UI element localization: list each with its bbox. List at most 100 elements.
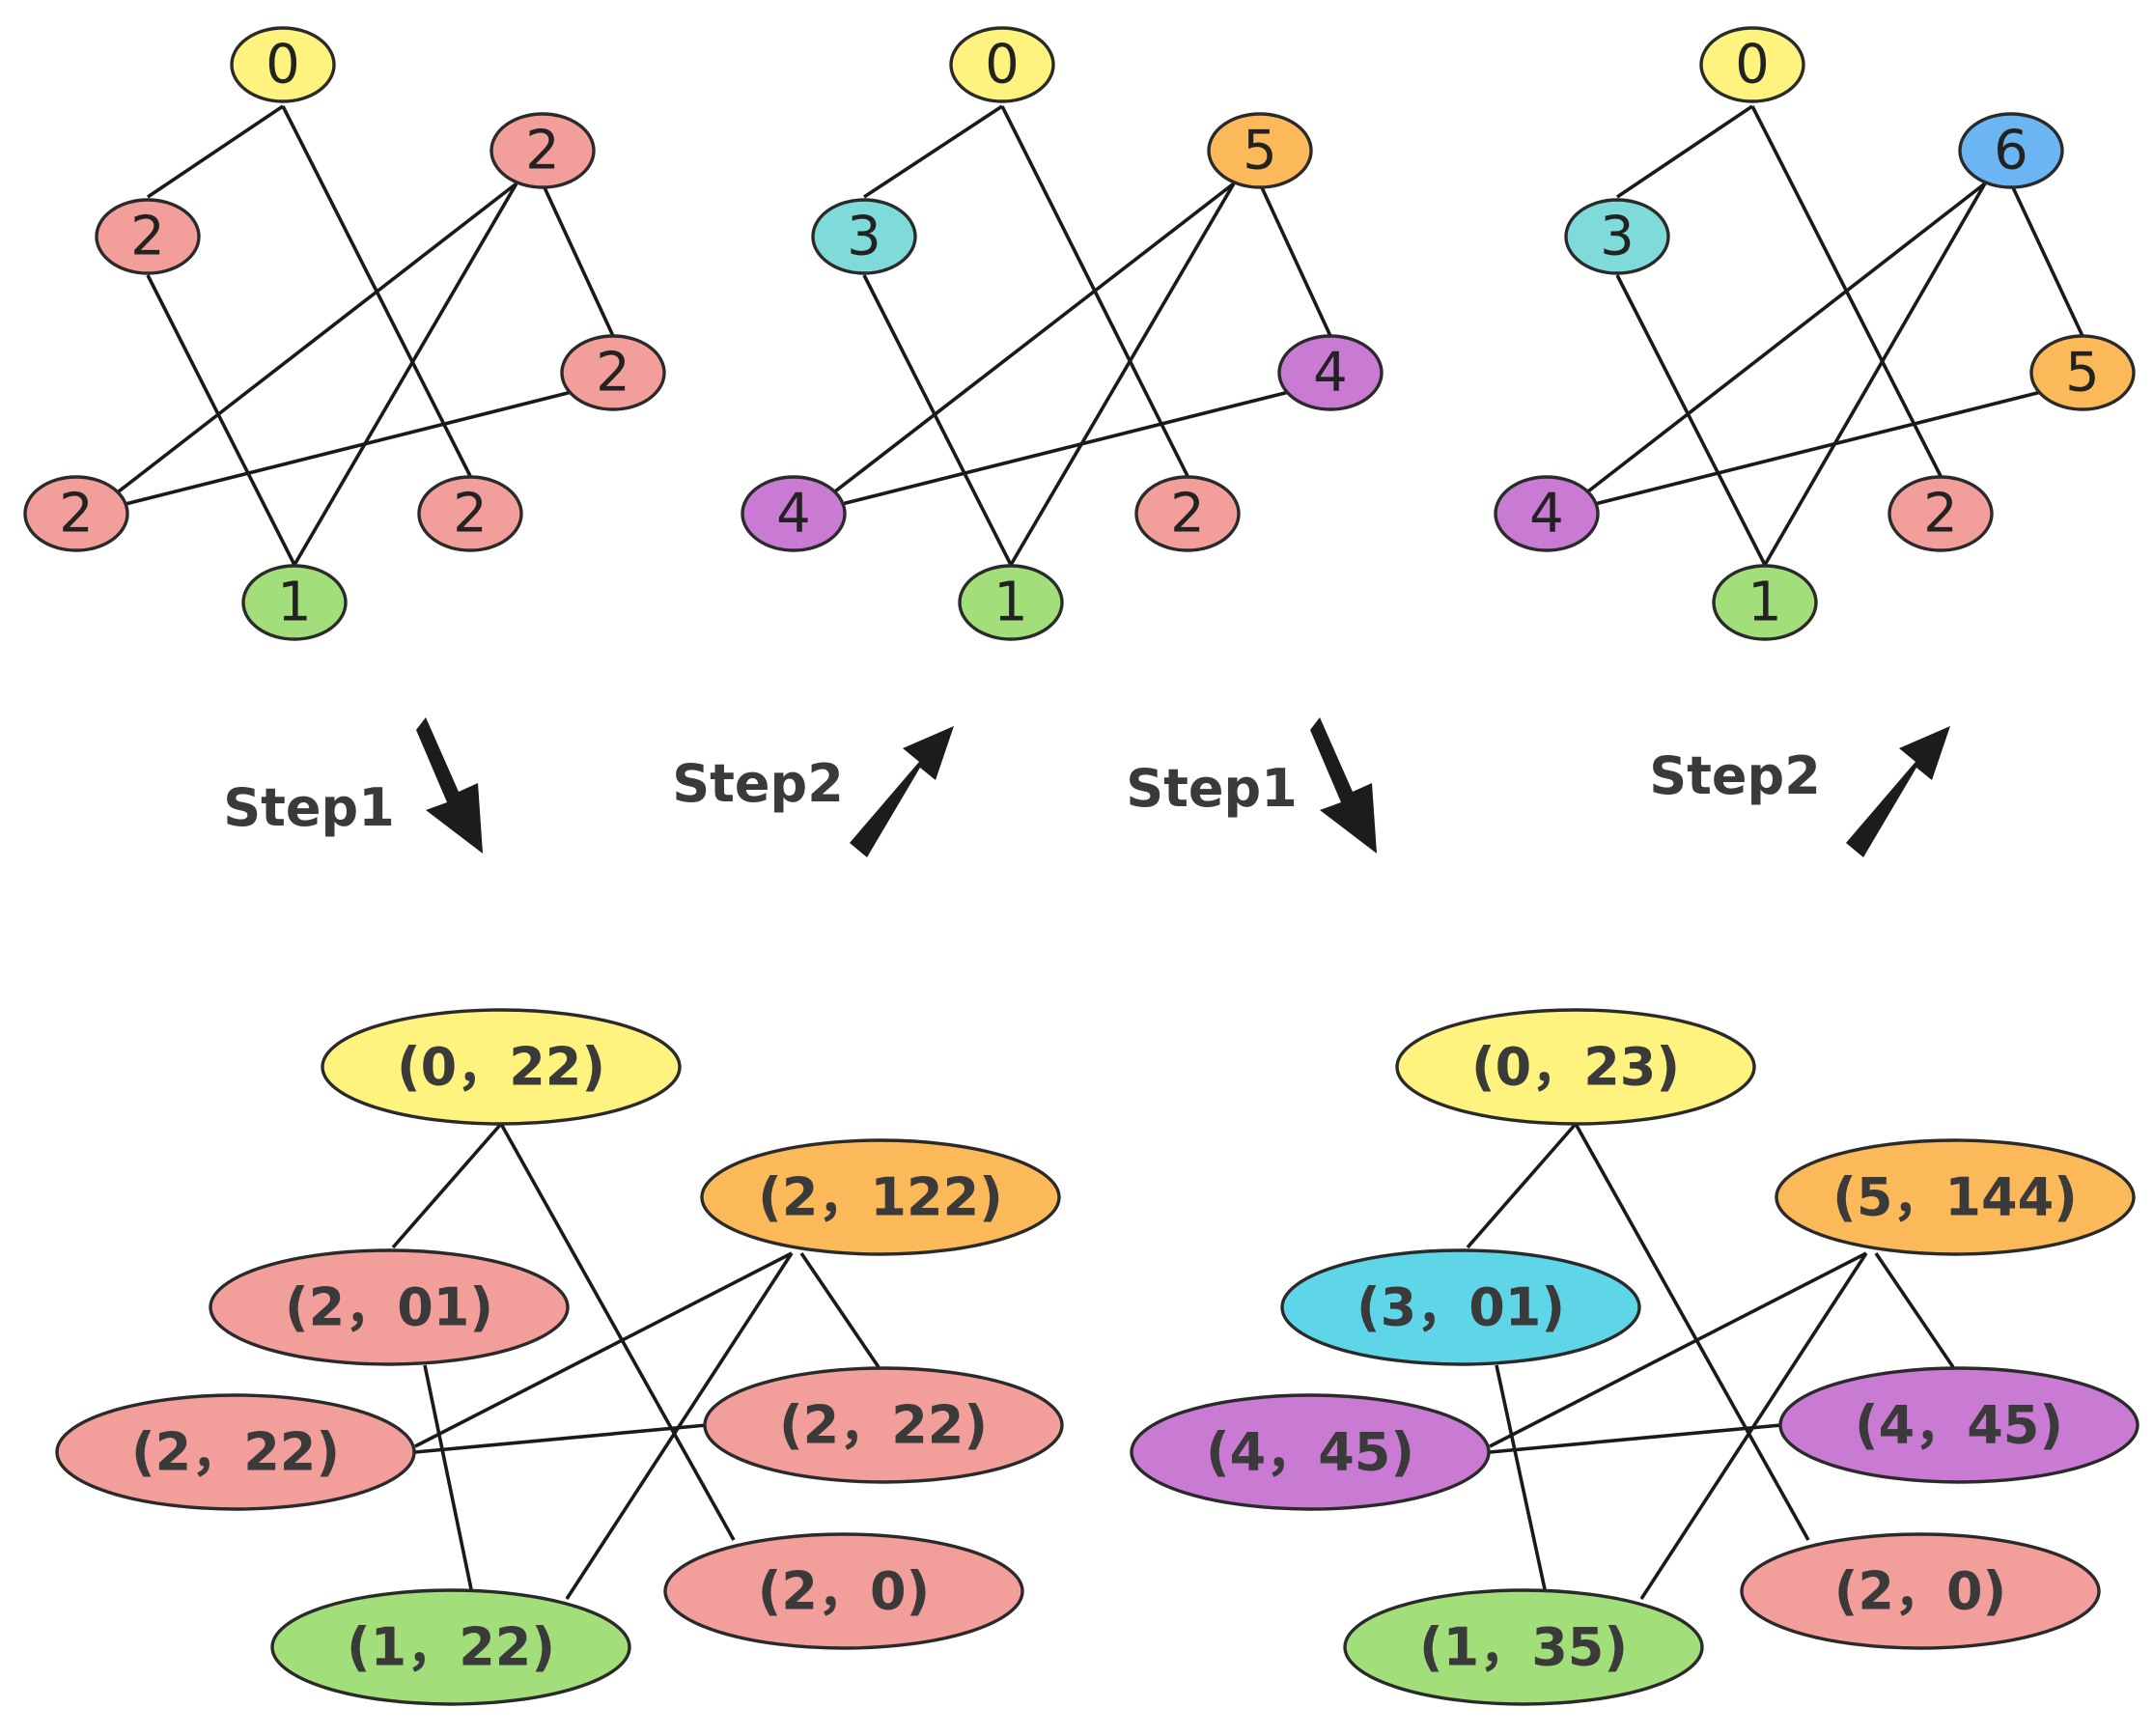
step2-label-left: Step2: [672, 753, 844, 814]
b2-node-n0-label: (0，23): [1471, 1037, 1680, 1098]
b1-node-n2-label: (2，122): [758, 1167, 1003, 1228]
g2-node-n4: 4: [741, 475, 847, 552]
b2-edge-n3-n4: [1489, 1423, 1782, 1454]
g1-node-n4-label: 2: [59, 483, 94, 546]
g3-node-n3-label: 5: [2065, 342, 2100, 405]
g2-node-n4-label: 4: [776, 483, 811, 546]
g2-node-n3-label: 4: [1313, 342, 1348, 405]
g1-node-n6-label: 1: [277, 572, 312, 634]
b2-node-n6-label: (1，35): [1419, 1617, 1628, 1678]
g3-node-n6-shape: [1712, 564, 1818, 641]
g2-node-n6: 1: [958, 564, 1064, 641]
g1-edge-n2-n4: [104, 182, 518, 503]
g2-edge-n3-n4: [822, 390, 1290, 511]
b1-node-n6-label: (1，22): [347, 1617, 555, 1678]
b2-node-n3: (4，45): [1778, 1366, 2139, 1484]
g1-node-n2-shape: [489, 112, 596, 189]
g3-edge-n0-n1: [1615, 104, 1754, 199]
g2-node-n1: 3: [811, 198, 917, 275]
b2-node-n6-shape: [1343, 1588, 1704, 1706]
b1-node-n1-shape: [209, 1248, 570, 1366]
b1-edge-n3-n4: [414, 1423, 708, 1454]
g2-node-n3: 4: [1277, 334, 1384, 411]
b2-node-n2: (5，144): [1775, 1138, 2136, 1256]
b2-node-n4-shape: [1130, 1393, 1491, 1511]
b2-node-n1-shape: [1280, 1248, 1641, 1366]
step1-label-right: Step1: [1126, 758, 1298, 819]
g1-edge-n2-n6: [293, 182, 518, 566]
edges-layer: [104, 104, 2084, 1600]
b1-node-n4: (2，22): [55, 1393, 416, 1511]
g3-node-n1-label: 3: [1600, 206, 1635, 268]
b1-node-n3-shape: [703, 1366, 1064, 1484]
g1-node-n3-label: 2: [596, 342, 630, 405]
g2-node-n6-shape: [958, 564, 1064, 641]
b2-node-n1-label: (3，01): [1356, 1277, 1565, 1338]
g3-node-n1-shape: [1564, 198, 1670, 275]
b1-node-n3: (2，22): [703, 1366, 1064, 1484]
g3-node-n2-label: 6: [1994, 120, 2028, 182]
g3-edge-n3-n4: [1575, 390, 2042, 511]
b1-node-n1: (2，01): [209, 1248, 570, 1366]
b2-node-n3-shape: [1778, 1366, 2139, 1484]
g3-node-n2-shape: [1958, 112, 2064, 189]
b2-node-n0-shape: [1395, 1008, 1756, 1126]
g2-node-n0: 0: [949, 26, 1055, 103]
g1-node-n6-shape: [241, 564, 348, 641]
step2-label-right: Step2: [1649, 745, 1821, 806]
g2-node-n5: 2: [1134, 475, 1241, 552]
b1-node-n3-label: (2，22): [779, 1395, 988, 1456]
b2-node-n0: (0，23): [1395, 1008, 1756, 1126]
g1-node-n6: 1: [241, 564, 348, 641]
g1-node-n5-shape: [417, 475, 523, 552]
b2-node-n5: (2，0): [1740, 1532, 2101, 1650]
b2-edge-n2-n3: [1874, 1251, 1955, 1369]
g2-node-n2-label: 5: [1243, 120, 1277, 182]
g2-edge-n0-n1: [863, 104, 1003, 199]
b1-node-n5-shape: [663, 1532, 1024, 1650]
g2-edge-n1-n6: [862, 274, 1013, 566]
b1-node-n4-label: (2，22): [131, 1422, 340, 1483]
g3-edge-n2-n6: [1763, 182, 1987, 566]
b1-node-n0: (0，22): [321, 1008, 682, 1126]
g1-edge-n0-n1: [146, 104, 285, 199]
g2-node-n2: 5: [1207, 112, 1313, 189]
g1-node-n1-shape: [95, 198, 201, 275]
g2-node-n5-label: 2: [1170, 483, 1205, 546]
g3-node-n0-label: 0: [1735, 34, 1770, 97]
g3-node-n1: 3: [1564, 198, 1670, 275]
b2-node-n1: (3，01): [1280, 1248, 1641, 1366]
g1-node-n5-label: 2: [453, 483, 488, 546]
b2-node-n4: (4，45): [1130, 1393, 1491, 1511]
b1-edge-n1-n6: [423, 1364, 473, 1590]
g2-edge-n2-n3: [1258, 182, 1332, 337]
b1-node-n2: (2，122): [700, 1138, 1061, 1256]
b1-edge-n2-n4: [414, 1251, 793, 1448]
g3-node-n5-label: 2: [1923, 483, 1958, 546]
g1-node-n0-shape: [230, 26, 336, 103]
g3-node-n2: 6: [1958, 112, 2064, 189]
b2-node-n5-shape: [1740, 1532, 2101, 1650]
g1-node-n4-shape: [23, 475, 129, 552]
b1-node-n4-shape: [55, 1393, 416, 1511]
g1-node-n4: 2: [23, 475, 129, 552]
step1-label-left: Step1: [223, 777, 395, 838]
g3-node-n4-shape: [1494, 475, 1600, 552]
g1-edge-n3-n4: [105, 390, 573, 511]
g1-node-n0-label: 0: [266, 34, 300, 97]
g1-node-n2-label: 2: [525, 120, 560, 182]
g3-edge-n2-n3: [2009, 182, 2084, 337]
g2-node-n0-label: 0: [985, 34, 1020, 97]
g2-node-n1-shape: [811, 198, 917, 275]
g3-node-n6-label: 1: [1748, 572, 1782, 634]
arrow-down-right-icon: [416, 717, 483, 854]
b2-node-n4-label: (4，45): [1206, 1422, 1414, 1483]
b1-node-n6-shape: [270, 1588, 631, 1706]
g3-node-n4: 4: [1494, 475, 1600, 552]
b2-node-n2-label: (5，144): [1832, 1167, 2078, 1228]
g3-edge-n1-n6: [1615, 274, 1767, 566]
b2-node-n2-shape: [1775, 1138, 2136, 1256]
g2-node-n0-shape: [949, 26, 1055, 103]
